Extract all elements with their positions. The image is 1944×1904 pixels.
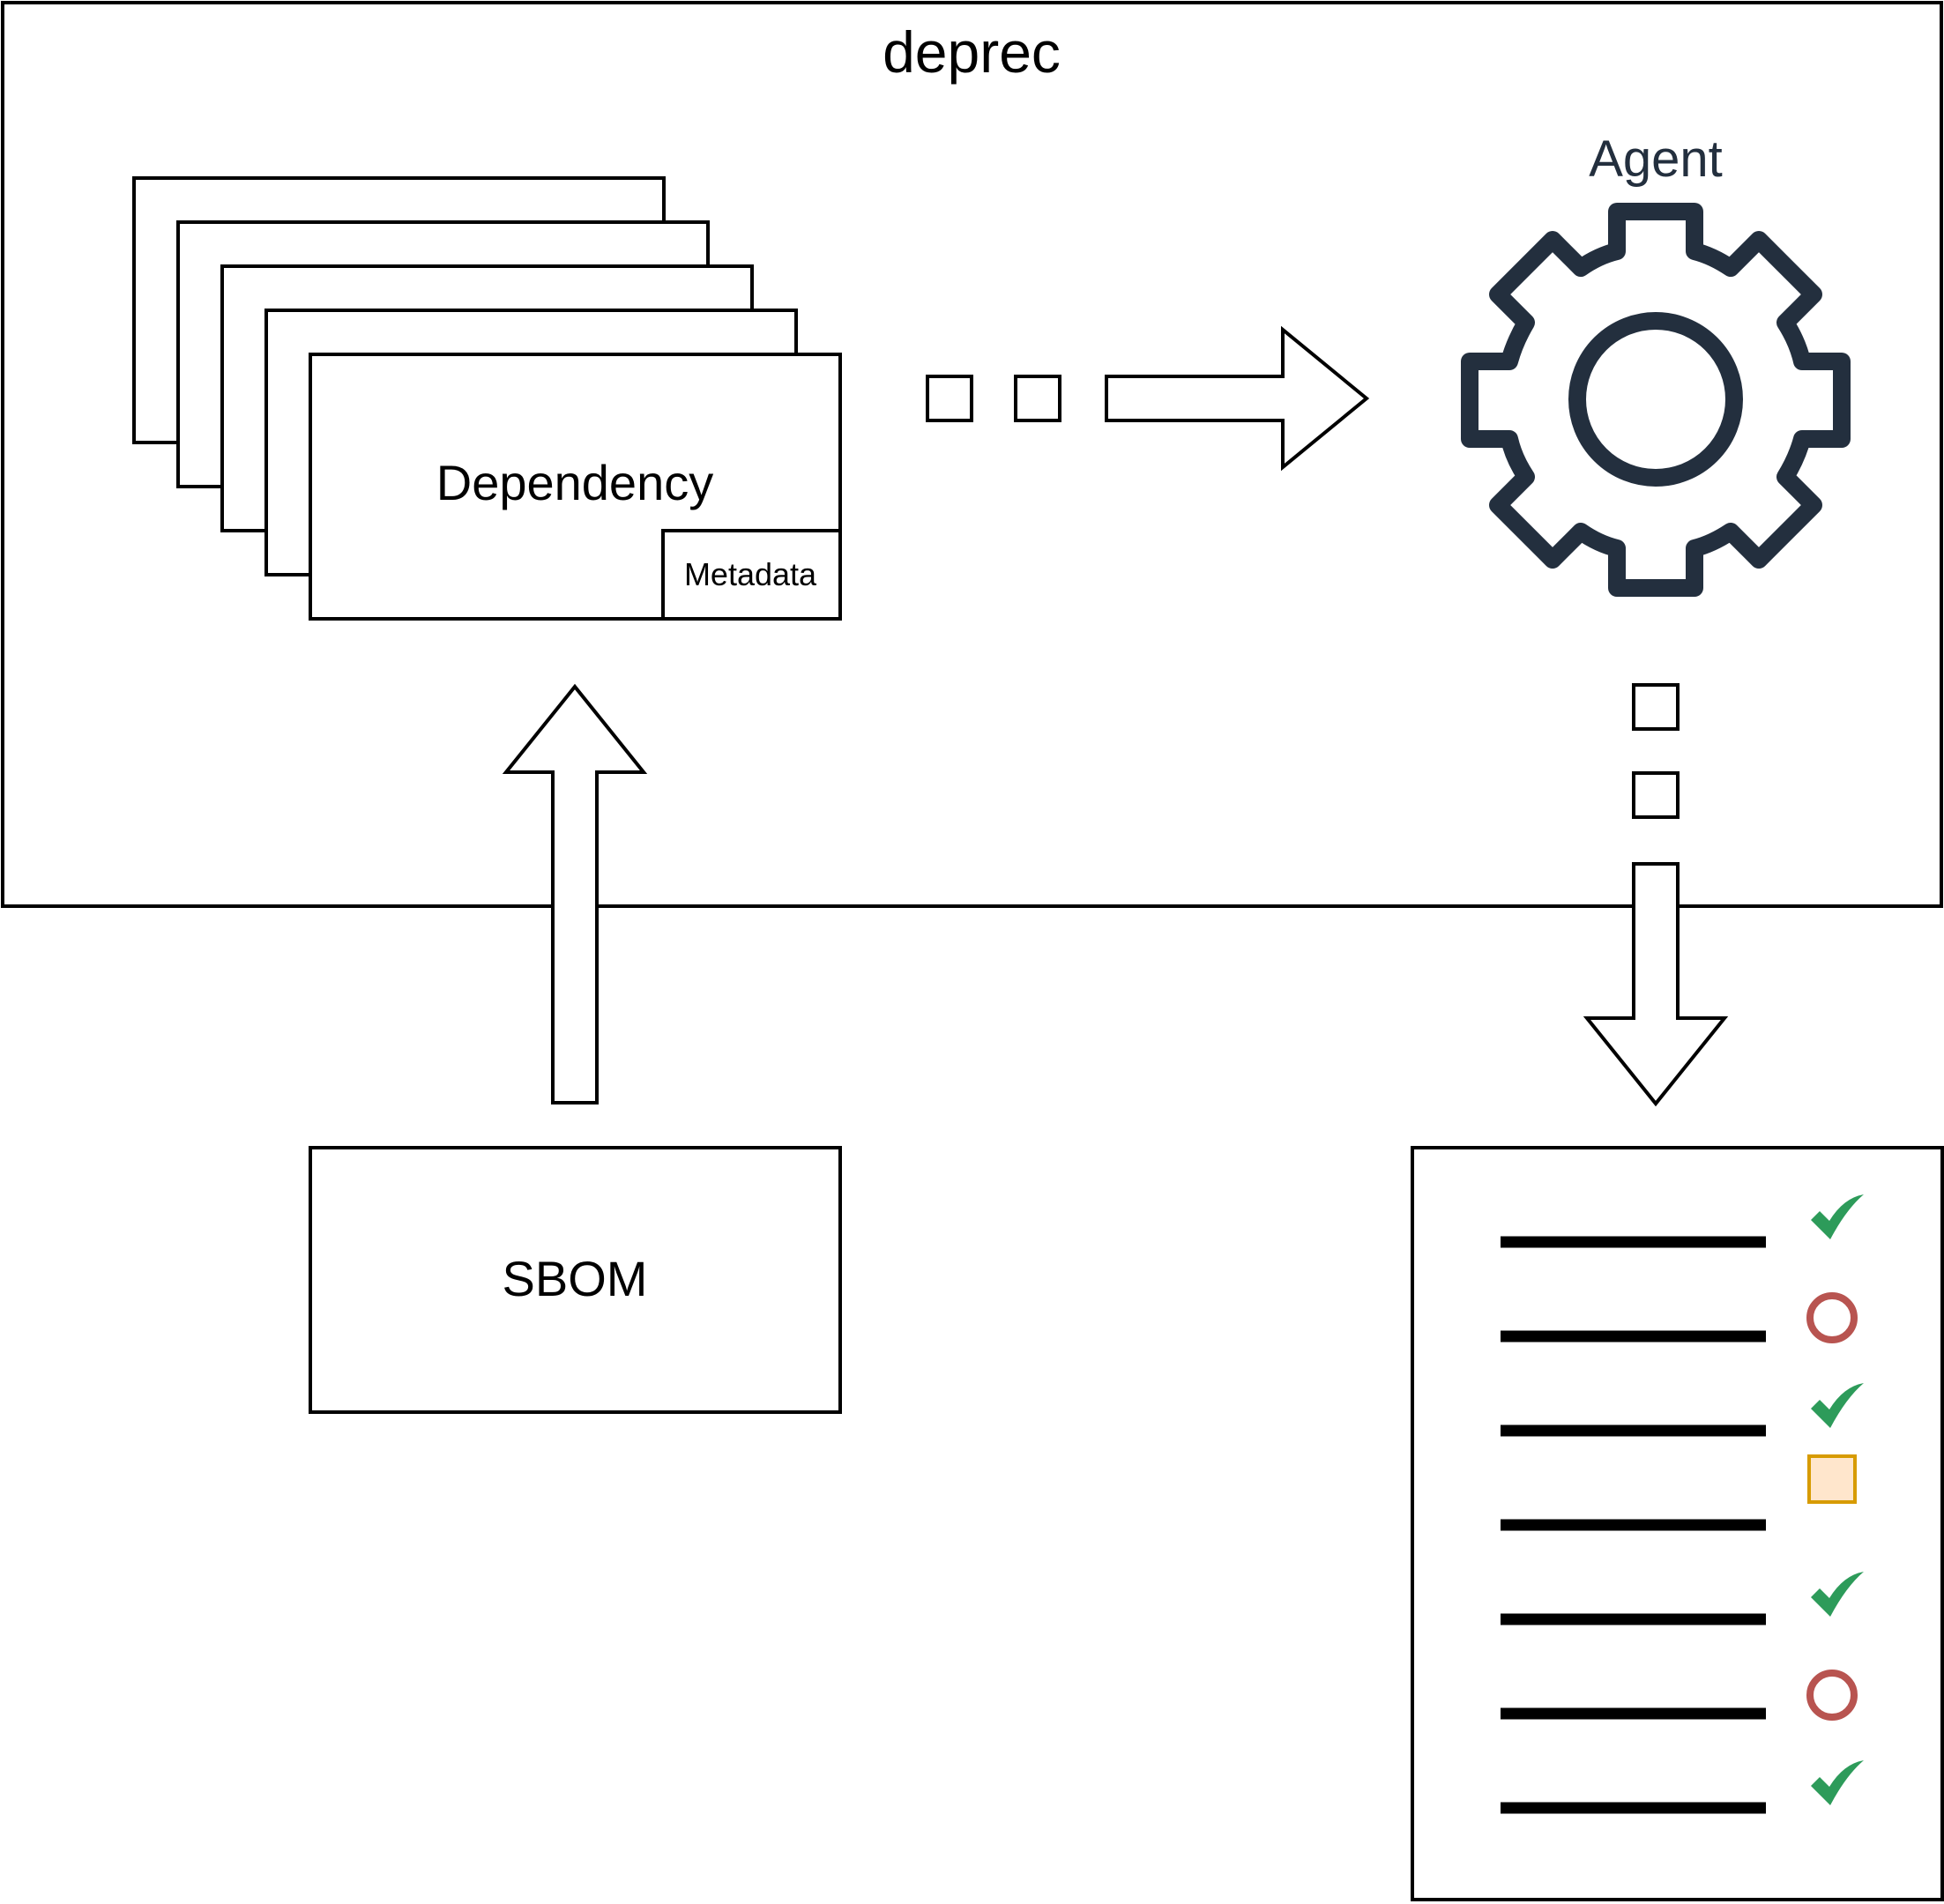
metadata-box bbox=[661, 529, 842, 621]
flow-square bbox=[1632, 771, 1680, 819]
check-icon bbox=[1811, 1194, 1864, 1239]
deprec-title: deprec bbox=[883, 19, 1061, 85]
sbom-label: SBOM bbox=[503, 1251, 648, 1306]
arrow-down bbox=[1583, 862, 1729, 1107]
flow-square bbox=[1632, 683, 1680, 731]
dependency-stack bbox=[132, 176, 842, 621]
flow-square bbox=[926, 375, 973, 422]
circle-status-icon bbox=[1806, 1292, 1858, 1343]
arrow-up bbox=[502, 683, 648, 1104]
square-status-icon bbox=[1807, 1454, 1857, 1504]
arrow-right bbox=[1105, 325, 1370, 472]
circle-status-icon bbox=[1806, 1670, 1858, 1721]
report-items bbox=[1501, 1194, 1864, 1814]
deprec-container bbox=[1, 1, 1943, 908]
agent-label: Agent bbox=[1589, 130, 1723, 188]
check-icon bbox=[1811, 1383, 1864, 1428]
flow-dependency-to-agent bbox=[926, 325, 1370, 472]
metadata-label: Metadata bbox=[684, 556, 817, 592]
flow-square bbox=[1014, 375, 1061, 422]
flow-agent-to-report bbox=[1583, 683, 1729, 1107]
dependency-label: Dependency bbox=[436, 455, 713, 510]
sbom-box bbox=[309, 1146, 842, 1414]
gear-icon bbox=[1461, 203, 1851, 597]
check-icon bbox=[1811, 1572, 1864, 1617]
check-icon bbox=[1811, 1760, 1864, 1805]
